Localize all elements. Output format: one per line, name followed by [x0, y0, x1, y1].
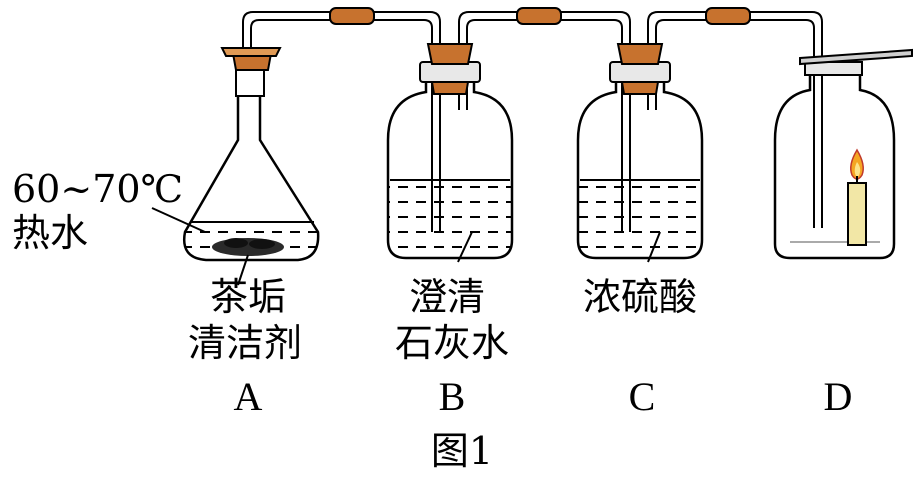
gas-jar-d	[773, 48, 913, 260]
letter-b: B	[438, 374, 466, 419]
glass-tubing	[242, 11, 823, 232]
letter-d: D	[823, 374, 853, 419]
reagent-a-line1: 茶垢	[209, 275, 287, 319]
figure-caption: 图1	[430, 429, 494, 473]
letter-c: C	[628, 374, 656, 419]
reagent-b-line2: 石灰水	[394, 321, 510, 365]
reagent-b-line1: 澄清	[408, 275, 486, 319]
bottle-b	[386, 43, 514, 260]
leader-lines	[151, 207, 661, 286]
candle	[847, 148, 867, 246]
reagent-a-line2: 清洁剂	[187, 321, 303, 365]
flask-a	[182, 47, 320, 262]
letter-a: A	[233, 374, 263, 419]
rubber-connectors	[329, 7, 751, 25]
bottle-c	[576, 43, 704, 260]
hot-water-label: 热水	[12, 211, 89, 255]
temperature-label: 60~70℃	[12, 167, 184, 211]
reagent-c-label: 浓硫酸	[582, 275, 698, 319]
